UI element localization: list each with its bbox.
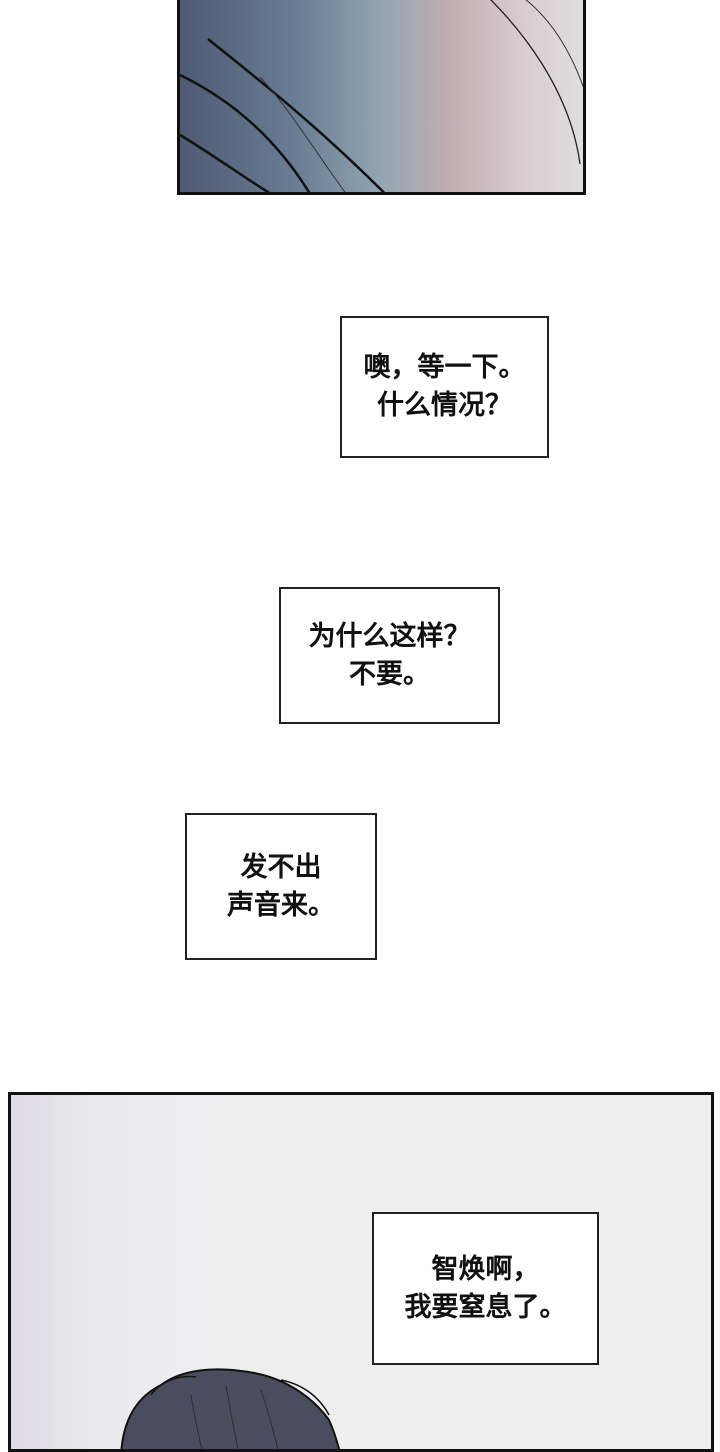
caption-line: 为什么这样？ — [308, 620, 471, 652]
caption-line: 噢，等一下。 — [363, 352, 526, 383]
caption-box-3: 发不出 声音来。 — [185, 813, 377, 960]
caption-box-1: 噢，等一下。 什么情况？ — [340, 316, 549, 458]
caption-box-2: 为什么这样？ 不要。 — [279, 587, 500, 724]
top-comic-panel — [177, 0, 586, 195]
hair-strands-art — [180, 0, 583, 192]
caption-box-4: 智焕啊， 我要窒息了。 — [372, 1212, 599, 1365]
caption-line: 智焕啊， — [431, 1253, 540, 1285]
caption-line: 我要窒息了。 — [404, 1291, 567, 1323]
caption-line: 什么情况？ — [377, 390, 512, 421]
character-hair-art — [120, 1368, 341, 1449]
bottom-comic-panel: 智焕啊， 我要窒息了。 — [8, 1092, 714, 1452]
caption-line: 发不出 — [240, 851, 322, 883]
caption-line: 不要。 — [349, 658, 430, 690]
caption-line: 声音来。 — [227, 889, 335, 921]
